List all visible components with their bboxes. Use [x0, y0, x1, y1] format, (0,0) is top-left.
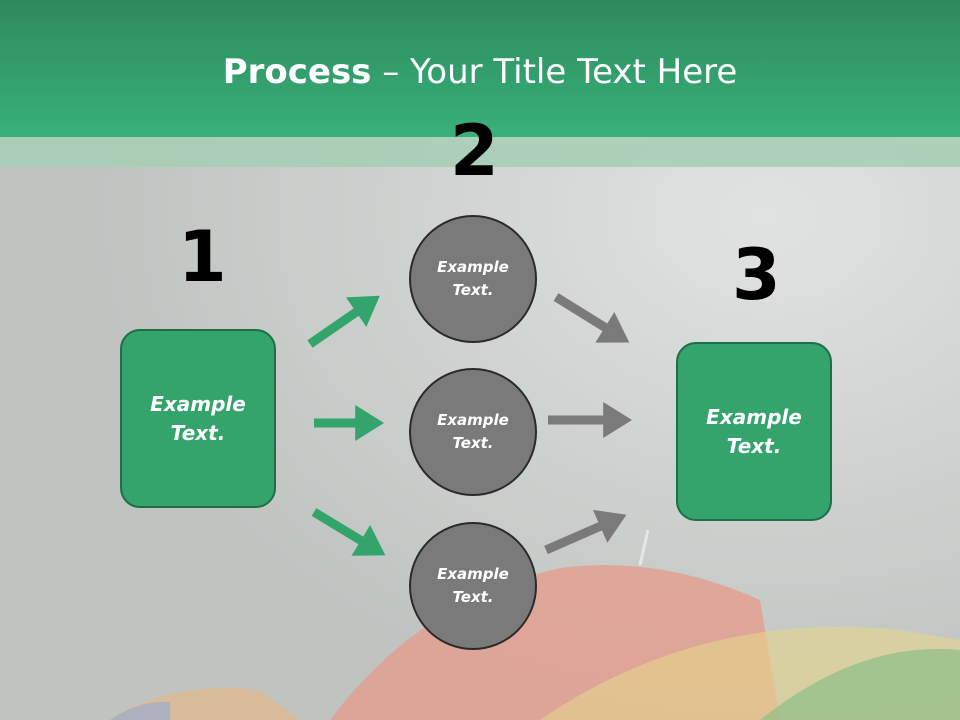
green-arrow-up	[307, 295, 380, 348]
title-rest: – Your Title Text Here	[371, 52, 738, 92]
process-circle-bottom: Example Text.	[409, 522, 537, 650]
gray-arrow-down	[553, 293, 630, 343]
process-circle-top: Example Text.	[409, 215, 537, 343]
circle-top-line1: Example	[437, 258, 509, 276]
step-1-text-line2: Text.	[170, 420, 226, 445]
step-1-box: Example Text.	[120, 329, 276, 508]
title-bold: Process	[222, 52, 372, 92]
step-3-text-line2: Text.	[726, 433, 782, 458]
circle-bottom-line1: Example	[437, 565, 509, 583]
circle-top-line2: Text.	[452, 281, 494, 299]
process-circle-middle: Example Text.	[409, 368, 537, 496]
step-number-2: 2	[450, 110, 499, 192]
title-band	[0, 137, 960, 167]
step-1-text-line1: Example	[150, 391, 246, 416]
circle-bottom-line2: Text.	[452, 588, 494, 606]
step-number-1: 1	[178, 216, 227, 298]
circle-middle-line2: Text.	[452, 434, 494, 452]
slide-title: Process – Your Title Text Here	[0, 52, 960, 92]
step-number-3: 3	[732, 234, 781, 316]
green-arrow-down	[311, 508, 386, 556]
step-3-text-line1: Example	[706, 404, 802, 429]
title-bar	[0, 0, 960, 137]
step-3-box: Example Text.	[676, 342, 832, 521]
circle-middle-line1: Example	[437, 411, 509, 429]
gray-arrow-up	[544, 509, 627, 555]
